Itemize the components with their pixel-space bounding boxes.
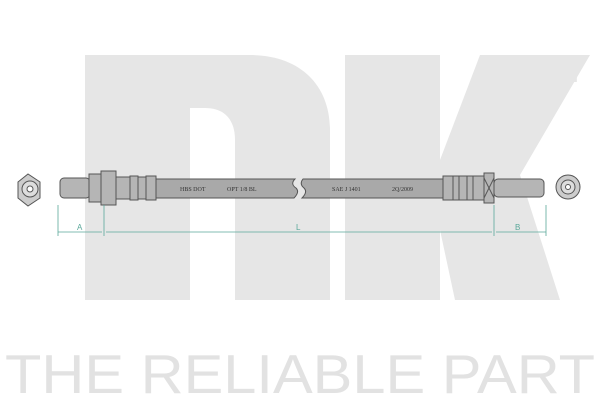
left-end-view-icon xyxy=(17,173,41,207)
right-end-view-icon xyxy=(555,174,581,200)
hose-marking: 2Q/2009 xyxy=(392,187,413,193)
right-fitting xyxy=(442,172,545,204)
dimension-a-label: A xyxy=(77,223,83,232)
hose-marking: SAE J 1401 xyxy=(332,187,361,193)
hose-body xyxy=(155,178,446,199)
hose-marking: HBS DOT xyxy=(180,187,206,193)
hose-marking: OPT 1/8 BL xyxy=(227,187,257,193)
dimension-lines xyxy=(57,205,547,236)
trademark-text: TM xyxy=(525,49,580,91)
dimension-l-label: L xyxy=(296,223,301,232)
nk-logo-watermark: TM xyxy=(85,49,590,300)
dimension-b-label: B xyxy=(515,223,520,232)
tagline-text: THE RELIABLE PART xyxy=(5,343,595,400)
